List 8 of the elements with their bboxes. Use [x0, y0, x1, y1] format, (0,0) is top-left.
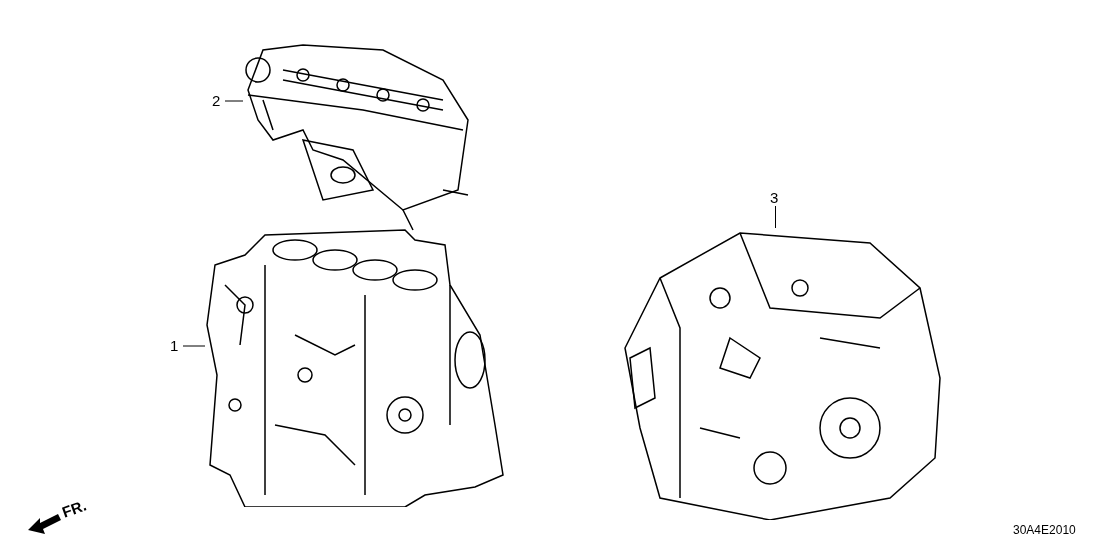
leader-line [775, 205, 776, 229]
callout-number: 2 [212, 93, 223, 109]
callout-number: 3 [770, 190, 781, 206]
leader-line [224, 100, 244, 102]
direction-label: FR. [59, 496, 89, 521]
callout-number: 1 [170, 338, 181, 354]
leader-line [182, 345, 206, 347]
diagram-code: 30A4E2010 [1013, 523, 1076, 537]
